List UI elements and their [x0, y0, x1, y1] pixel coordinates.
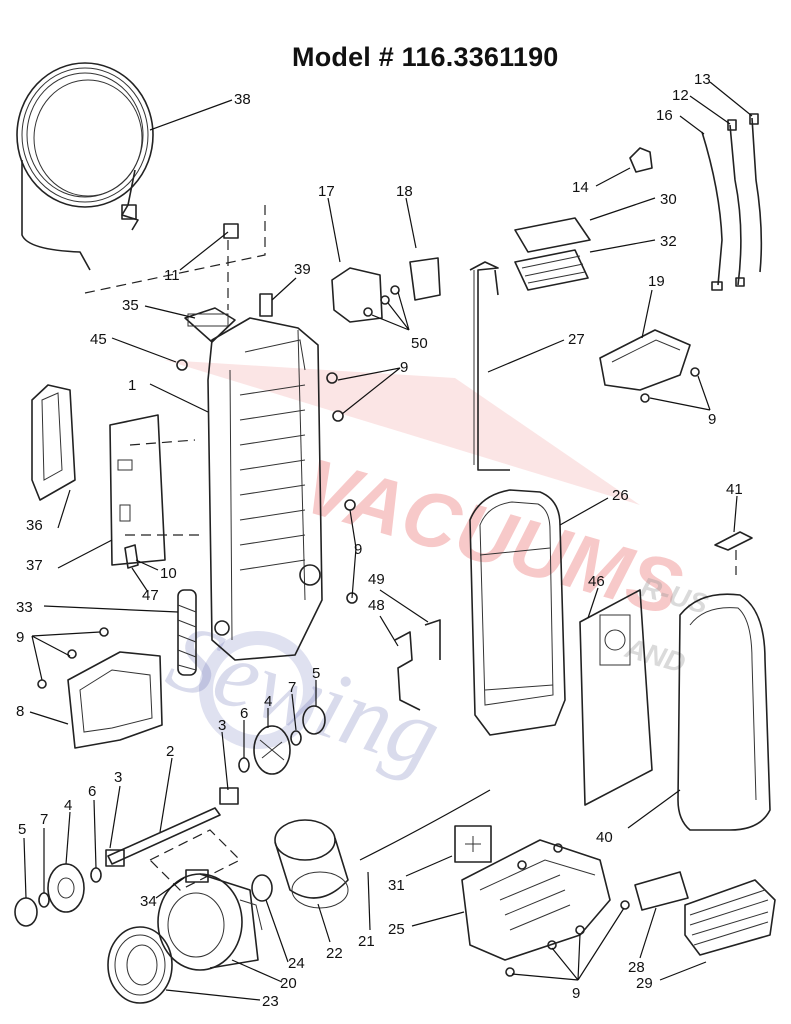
bag-cover-part: [677, 593, 771, 831]
knob-part: [629, 147, 653, 173]
callout-46: 46: [588, 573, 605, 590]
callout-17: 17: [318, 183, 335, 200]
bracket-part: [331, 257, 441, 323]
callout-11: 11: [164, 267, 180, 284]
callout-12: 12: [672, 87, 689, 104]
callout-14: 14: [572, 179, 589, 196]
callout-8: 8: [16, 703, 24, 720]
left-wheel-set-part: [14, 863, 102, 927]
wire-set-part: [701, 113, 763, 291]
watermark-roof-shape: [165, 360, 640, 505]
callout-49: 49: [368, 571, 385, 588]
callout-26: 26: [612, 487, 629, 504]
callout-28: 28: [628, 959, 645, 976]
callout-16: 16: [656, 107, 673, 124]
callout-39: 39: [294, 261, 311, 278]
callout-27: 27: [568, 331, 585, 348]
callout-2: 2: [166, 743, 174, 760]
callout-4-right: 4: [264, 693, 272, 710]
callout-5-left: 5: [18, 821, 26, 838]
top-clip-part: [714, 531, 753, 551]
callout-6-left: 6: [88, 783, 96, 800]
callout-10: 10: [160, 565, 177, 582]
brush-axle-part: [105, 787, 239, 867]
callout-6-right: 6: [240, 705, 248, 722]
callout-38: 38: [234, 91, 251, 108]
callout-35: 35: [122, 297, 139, 314]
callout-32: 32: [660, 233, 677, 250]
callout-9-cover: 9: [16, 629, 24, 646]
watermark-ring: [199, 631, 317, 749]
bag-frame-part: [469, 489, 566, 736]
callout-40: 40: [596, 829, 613, 846]
cover-part: [37, 627, 163, 749]
plate-route-line: [125, 439, 205, 536]
callout-9-housing-top: 9: [400, 359, 408, 376]
callout-7-left: 7: [40, 811, 48, 828]
bearing-part: [251, 874, 273, 902]
label-plate-part: [454, 825, 492, 863]
bag-door-part: [599, 329, 700, 403]
leader-lines: [23, 81, 753, 1001]
cord-hook-part: [31, 384, 166, 569]
cord-route-line: [84, 200, 266, 294]
hose-line-part: [359, 789, 491, 861]
callout-19: 19: [648, 273, 665, 290]
motor-part: [148, 829, 263, 971]
callout-3-right: 3: [218, 717, 226, 734]
callout-48: 48: [368, 597, 385, 614]
callout-18: 18: [396, 183, 413, 200]
callout-41: 41: [726, 481, 743, 498]
callout-5-right: 5: [312, 665, 320, 682]
callout-24: 24: [288, 955, 305, 972]
callout-22: 22: [326, 945, 343, 962]
callout-labels: 38 11 39 17 18 50 35 45 9 1 36 37 10 47 …: [16, 71, 743, 1010]
callout-4-left: 4: [64, 797, 72, 814]
callout-20: 20: [280, 975, 297, 992]
filters-part: [514, 217, 591, 291]
callout-47: 47: [142, 587, 159, 604]
callout-36: 36: [26, 517, 43, 534]
callout-1: 1: [128, 377, 136, 394]
callout-13: 13: [694, 71, 711, 88]
nameplate-part: [634, 871, 689, 911]
callout-45: 45: [90, 331, 107, 348]
screws-part: [176, 359, 358, 604]
model-title: Model # 116.3361190: [292, 42, 559, 72]
callout-37: 37: [26, 557, 43, 574]
callout-30: 30: [660, 191, 677, 208]
power-cord-part: [16, 62, 154, 271]
callout-9-nozzle: 9: [572, 985, 580, 1002]
dust-bag-part: [579, 589, 653, 806]
callout-7-right: 7: [288, 679, 296, 696]
callout-9-housing-side: 9: [354, 541, 362, 558]
callout-50: 50: [411, 335, 428, 352]
handle-housing-part: [184, 293, 323, 661]
callout-25: 25: [388, 921, 405, 938]
callout-3-left: 3: [114, 769, 122, 786]
spring-part: [177, 589, 197, 676]
cord-clip-part: [223, 223, 239, 239]
callout-9-bag-door: 9: [708, 411, 716, 428]
callout-29: 29: [636, 975, 653, 992]
front-grille-part: [684, 879, 776, 956]
clips-part: [394, 619, 441, 711]
drum-part: [274, 819, 349, 909]
callout-34: 34: [140, 893, 157, 910]
wire-rod-part: [469, 261, 510, 471]
callout-31: 31: [388, 877, 405, 894]
nozzle-part: [461, 839, 630, 977]
callout-23: 23: [262, 993, 279, 1010]
callout-33: 33: [16, 599, 33, 616]
callout-21: 21: [358, 933, 375, 950]
bumper-ring-part: [107, 926, 173, 1004]
